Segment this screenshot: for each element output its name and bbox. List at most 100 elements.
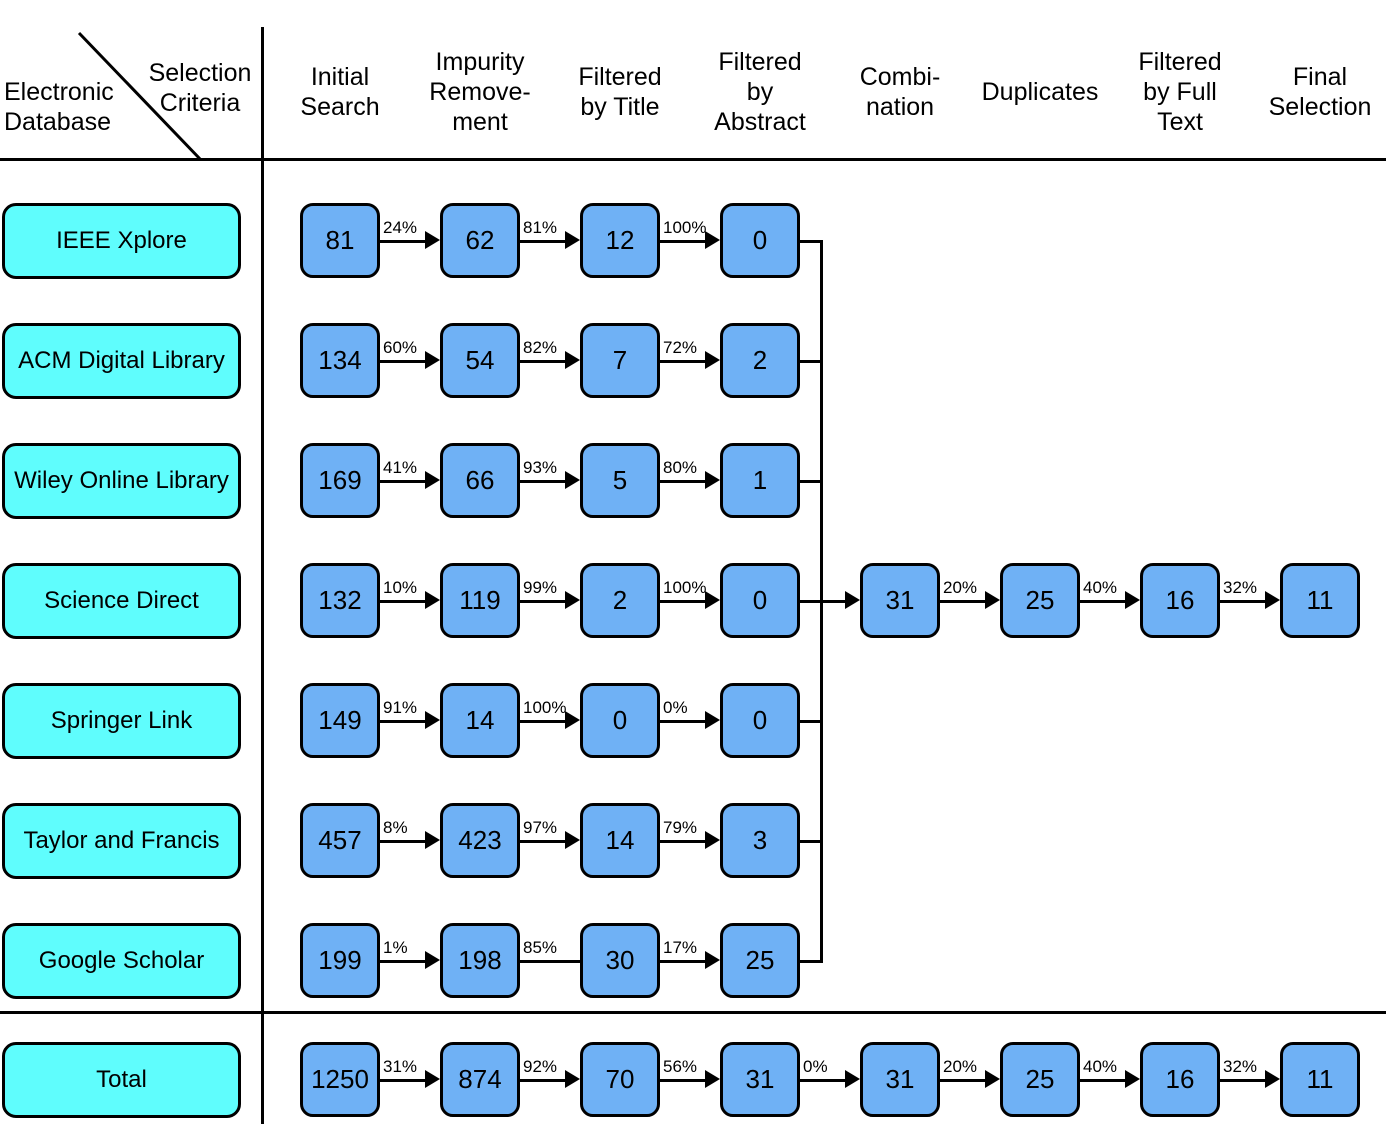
connector-row2-stage3-line	[660, 359, 705, 363]
node-total-col8[interactable]: 11	[1280, 1042, 1360, 1117]
node-row3-col4[interactable]: 1	[720, 443, 800, 518]
node-row6-col2[interactable]: 423	[440, 803, 520, 878]
node-row6-col4[interactable]: 3	[720, 803, 800, 878]
node-row7-col2[interactable]: 198	[440, 923, 520, 998]
node-total-col7[interactable]: 16	[1140, 1042, 1220, 1117]
header-electronic-database: Electronic Database	[4, 78, 114, 136]
database-label-5[interactable]: Springer Link	[2, 683, 241, 759]
node-row5-col2[interactable]: 14	[440, 683, 520, 758]
connector-total-stage1-percent: 31%	[383, 1056, 418, 1076]
connector-row2-stage2-line	[520, 359, 565, 363]
node-total-col4[interactable]: 31	[720, 1042, 800, 1117]
connector-row6-stage2-arrowhead	[565, 830, 580, 849]
connector-total-stage2-percent: 92%	[523, 1056, 558, 1076]
merge-to-combination-line	[820, 599, 845, 603]
merge-stub-row5	[800, 719, 823, 723]
connector-row6-stage3-line	[660, 839, 705, 843]
connector-row6-stage3-arrowhead	[705, 830, 720, 849]
database-label-1[interactable]: IEEE Xplore	[2, 203, 241, 279]
database-label-2[interactable]: ACM Digital Library	[2, 323, 241, 399]
connector-row1-stage2-arrowhead	[565, 230, 580, 249]
connector-total-stage6-percent: 40%	[1083, 1056, 1118, 1076]
connector-total-stage4-arrowhead	[845, 1069, 860, 1088]
database-label-3[interactable]: Wiley Online Library	[2, 443, 241, 519]
connector-row6-stage3-percent: 79%	[663, 817, 698, 837]
node-row1-col4[interactable]: 0	[720, 203, 800, 278]
connector-row2-stage1-line	[380, 359, 425, 363]
connector-total-stage3-line	[660, 1078, 705, 1082]
node-total-col2[interactable]: 874	[440, 1042, 520, 1117]
merge-stub-row4	[800, 599, 823, 603]
node-merged-col6[interactable]: 25	[1000, 563, 1080, 638]
connector-total-stage1-line	[380, 1078, 425, 1082]
connector-row5-stage3-line	[660, 719, 705, 723]
node-row2-col3[interactable]: 7	[580, 323, 660, 398]
connector-row7-stage1-line	[380, 959, 425, 963]
merge-stub-row6	[800, 839, 823, 843]
connector-row4-stage1-line	[380, 599, 425, 603]
database-label-6[interactable]: Taylor and Francis	[2, 803, 241, 879]
connector-row2-stage3-percent: 72%	[663, 337, 698, 357]
node-row2-col2[interactable]: 54	[440, 323, 520, 398]
merge-stub-row2	[800, 359, 823, 363]
connector-row4-stage1-percent: 10%	[383, 577, 418, 597]
node-merged-col7[interactable]: 16	[1140, 563, 1220, 638]
node-total-col6[interactable]: 25	[1000, 1042, 1080, 1117]
node-row2-col4[interactable]: 2	[720, 323, 800, 398]
node-merged-col5[interactable]: 31	[860, 563, 940, 638]
connector-row7-stage2-line	[520, 959, 580, 963]
connector-row3-stage1-percent: 41%	[383, 457, 418, 477]
connector-row3-stage3-arrowhead	[705, 470, 720, 489]
corner-diagonal-divider	[77, 31, 203, 162]
node-row3-col3[interactable]: 5	[580, 443, 660, 518]
node-row7-col4[interactable]: 25	[720, 923, 800, 998]
node-row5-col1[interactable]: 149	[300, 683, 380, 758]
connector-row7-stage3-arrowhead	[705, 950, 720, 969]
node-row5-col4[interactable]: 0	[720, 683, 800, 758]
connector-row1-stage3-line	[660, 239, 705, 243]
node-row6-col1[interactable]: 457	[300, 803, 380, 878]
connector-total-stage5-percent: 20%	[943, 1056, 978, 1076]
node-row7-col3[interactable]: 30	[580, 923, 660, 998]
node-row6-col3[interactable]: 14	[580, 803, 660, 878]
total-label[interactable]: Total	[2, 1042, 241, 1118]
database-label-7[interactable]: Google Scholar	[2, 923, 241, 999]
connector-total-stage1-arrowhead	[425, 1069, 440, 1088]
database-label-4[interactable]: Science Direct	[2, 563, 241, 639]
connector-total-stage2-line	[520, 1078, 565, 1082]
node-total-col1[interactable]: 1250	[300, 1042, 380, 1117]
node-total-col3[interactable]: 70	[580, 1042, 660, 1117]
node-row4-col3[interactable]: 2	[580, 563, 660, 638]
connector-total-stage6-line	[1080, 1078, 1125, 1082]
connector-merged-stage6-line	[1080, 599, 1125, 603]
connector-row3-stage2-line	[520, 479, 565, 483]
connector-row3-stage1-line	[380, 479, 425, 483]
node-row3-col2[interactable]: 66	[440, 443, 520, 518]
node-row1-col2[interactable]: 62	[440, 203, 520, 278]
node-row3-col1[interactable]: 169	[300, 443, 380, 518]
connector-row3-stage3-percent: 80%	[663, 457, 698, 477]
header-col-1: Initial Search	[300, 63, 380, 121]
connector-merged-stage5-arrowhead	[985, 590, 1000, 609]
node-row1-col1[interactable]: 81	[300, 203, 380, 278]
node-row2-col1[interactable]: 134	[300, 323, 380, 398]
node-row4-col2[interactable]: 119	[440, 563, 520, 638]
connector-row5-stage2-arrowhead	[565, 710, 580, 729]
node-row5-col3[interactable]: 0	[580, 683, 660, 758]
node-row1-col3[interactable]: 12	[580, 203, 660, 278]
node-merged-col8[interactable]: 11	[1280, 563, 1360, 638]
node-row4-col4[interactable]: 0	[720, 563, 800, 638]
connector-total-stage4-percent: 0%	[803, 1056, 828, 1076]
header-col-7: Filtered by Full Text	[1138, 48, 1222, 136]
connector-total-stage2-arrowhead	[565, 1069, 580, 1088]
connector-row4-stage2-arrowhead	[565, 590, 580, 609]
connector-row5-stage3-percent: 0%	[663, 697, 688, 717]
connector-merged-stage6-arrowhead	[1125, 590, 1140, 609]
node-row4-col1[interactable]: 132	[300, 563, 380, 638]
connector-row6-stage2-line	[520, 839, 565, 843]
connector-row5-stage2-percent: 100%	[523, 697, 567, 717]
node-total-col5[interactable]: 31	[860, 1042, 940, 1117]
connector-total-stage4-line	[800, 1078, 845, 1082]
node-row7-col1[interactable]: 199	[300, 923, 380, 998]
